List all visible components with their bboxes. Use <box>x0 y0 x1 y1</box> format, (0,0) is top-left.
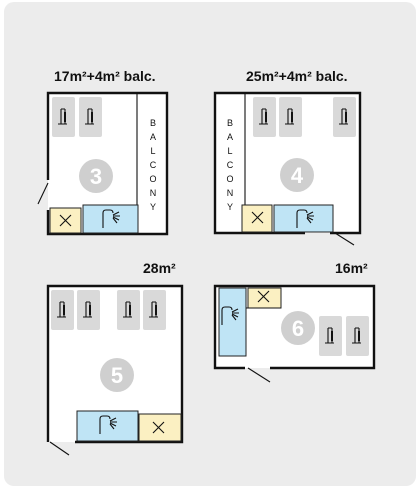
balcony-label: B A L C O N Y <box>149 118 156 212</box>
bed-icon <box>252 96 277 138</box>
balcony-label: B A L C O N Y <box>226 118 233 212</box>
svg-text:C: C <box>150 160 157 170</box>
room-number-circle <box>281 311 315 345</box>
svg-text:A: A <box>227 132 233 142</box>
room-6: 6 16m² <box>213 260 376 383</box>
svg-text:A: A <box>150 132 156 142</box>
bathroom <box>218 287 247 357</box>
svg-text:O: O <box>226 174 233 184</box>
svg-text:O: O <box>149 174 156 184</box>
svg-text:L: L <box>227 146 232 156</box>
room-number: 4 <box>291 163 304 188</box>
room-size: 17m²+4m² balc. <box>54 68 156 84</box>
door-swing <box>49 441 70 456</box>
svg-text:B: B <box>150 118 156 128</box>
svg-text:L: L <box>150 146 155 156</box>
room-number: 6 <box>292 316 304 341</box>
bed-icon <box>318 315 343 357</box>
bed-icon <box>345 315 370 357</box>
svg-text:Y: Y <box>227 202 233 212</box>
bed-icon <box>116 289 141 331</box>
bathroom <box>273 204 334 233</box>
room-number: 3 <box>90 164 102 189</box>
door-swing <box>334 232 355 246</box>
door-swing <box>37 182 49 205</box>
bed-icon <box>78 96 103 138</box>
kitchenette <box>241 204 273 233</box>
room-size: 25m²+4m² balc. <box>246 68 348 84</box>
bed-icon <box>278 96 303 138</box>
svg-text:N: N <box>150 188 157 198</box>
bed-icon <box>76 289 101 331</box>
svg-text:N: N <box>227 188 234 198</box>
room-number: 5 <box>111 363 123 388</box>
bed-icon <box>50 289 75 331</box>
room-number-circle <box>79 159 113 193</box>
bed-icon <box>332 96 357 138</box>
room-size: 16m² <box>335 260 368 276</box>
kitchenette <box>138 413 182 442</box>
room-3: 3 17m²+4m² balc. B A L C O N Y <box>37 68 169 236</box>
bed-icon <box>51 96 76 138</box>
room-number-circle <box>280 158 314 192</box>
bed-icon <box>142 289 167 331</box>
room-4: 4 25m²+4m² balc. B A L C O N Y <box>213 68 362 246</box>
door-swing <box>247 367 271 383</box>
room-size: 28m² <box>143 260 176 276</box>
svg-text:Y: Y <box>150 202 156 212</box>
room-number-circle <box>100 358 134 392</box>
svg-text:C: C <box>227 160 234 170</box>
bathroom <box>82 204 139 234</box>
svg-text:B: B <box>227 118 233 128</box>
room-5: 5 28m² <box>46 260 184 456</box>
